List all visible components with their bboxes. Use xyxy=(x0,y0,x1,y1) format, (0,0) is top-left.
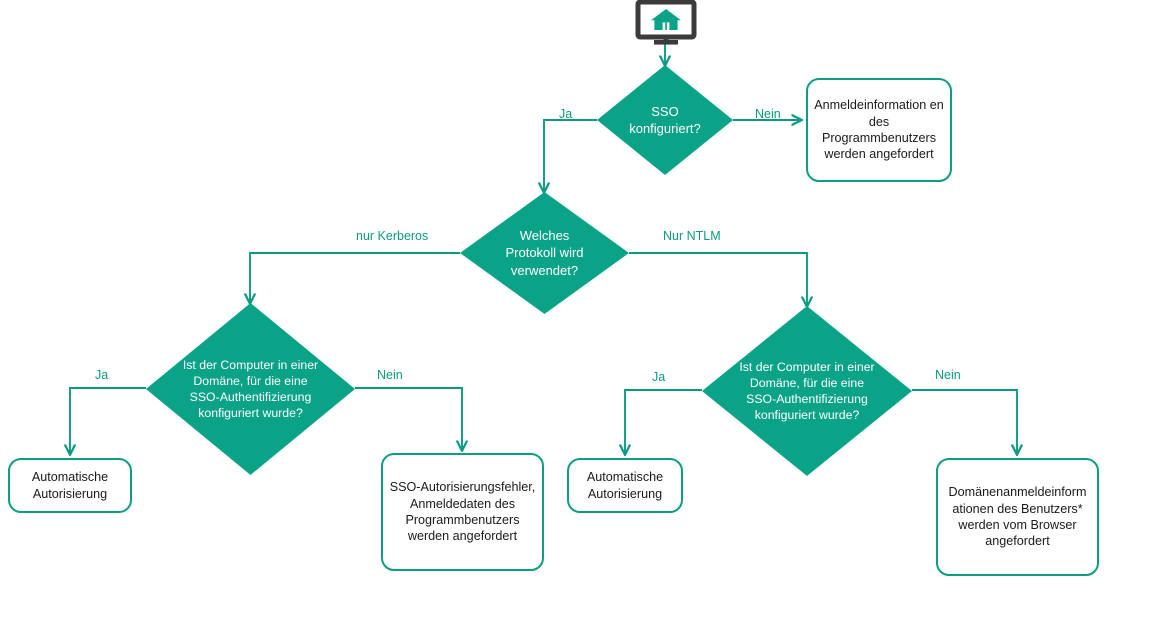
edge-label-kerberos-yes: Ja xyxy=(95,368,109,382)
edge-ntlm-no xyxy=(912,389,1017,454)
decision-ntlm-domain-label: Ist der Computer in einer Domäne, für di… xyxy=(739,359,875,423)
box-sso-error-label: SSO-Autorisierungsfehler, Anmeldedaten d… xyxy=(389,480,536,544)
edge-label-sso-no: Nein xyxy=(755,107,781,121)
monitor-home-icon xyxy=(635,0,697,46)
decision-protocol-used-label: Welches Protokoll wird verwendet? xyxy=(505,228,584,278)
edge-protocol-kerberos xyxy=(250,252,460,303)
edge-label-ntlm-no: Nein xyxy=(935,368,961,382)
box-browser-credentials-label: Domänenanmeldeinform ationen des Benutze… xyxy=(948,485,1087,549)
box-kerberos-auto-authorization[interactable]: Automatische Autorisierung xyxy=(8,458,132,513)
box-ntlm-auto-authorization-label: Automatische Autorisierung xyxy=(586,470,664,501)
edge-label-ntlm-yes: Ja xyxy=(652,370,666,384)
edge-kerberos-yes xyxy=(70,387,146,454)
box-browser-credentials[interactable]: Domänenanmeldeinform ationen des Benutze… xyxy=(936,458,1099,576)
edge-label-kerberos-no: Nein xyxy=(377,368,403,382)
decision-kerberos-domain-label: Ist der Computer in einer Domäne, für di… xyxy=(182,357,319,421)
box-sso-error[interactable]: SSO-Autorisierungsfehler, Anmeldedaten d… xyxy=(381,453,544,571)
edge-sso-yes xyxy=(544,119,597,192)
box-ntlm-auto-authorization[interactable]: Automatische Autorisierung xyxy=(567,458,683,513)
edge-kerberos-no xyxy=(355,387,462,450)
box-program-credentials-label: Anmeldeinformation en des Programmbenutz… xyxy=(814,98,944,162)
edge-label-sso-yes: Ja xyxy=(559,107,573,121)
edge-label-protocol-kerberos: nur Kerberos xyxy=(356,229,429,243)
box-program-credentials[interactable]: Anmeldeinformation en des Programmbenutz… xyxy=(806,78,952,182)
edge-protocol-ntlm xyxy=(629,252,807,306)
edge-ntlm-yes xyxy=(625,389,702,454)
edge-label-protocol-ntlm: Nur NTLM xyxy=(663,229,721,243)
decision-sso-configured-label: SSO konfiguriert? xyxy=(629,103,701,136)
box-kerberos-auto-authorization-label: Automatische Autorisierung xyxy=(31,470,109,501)
